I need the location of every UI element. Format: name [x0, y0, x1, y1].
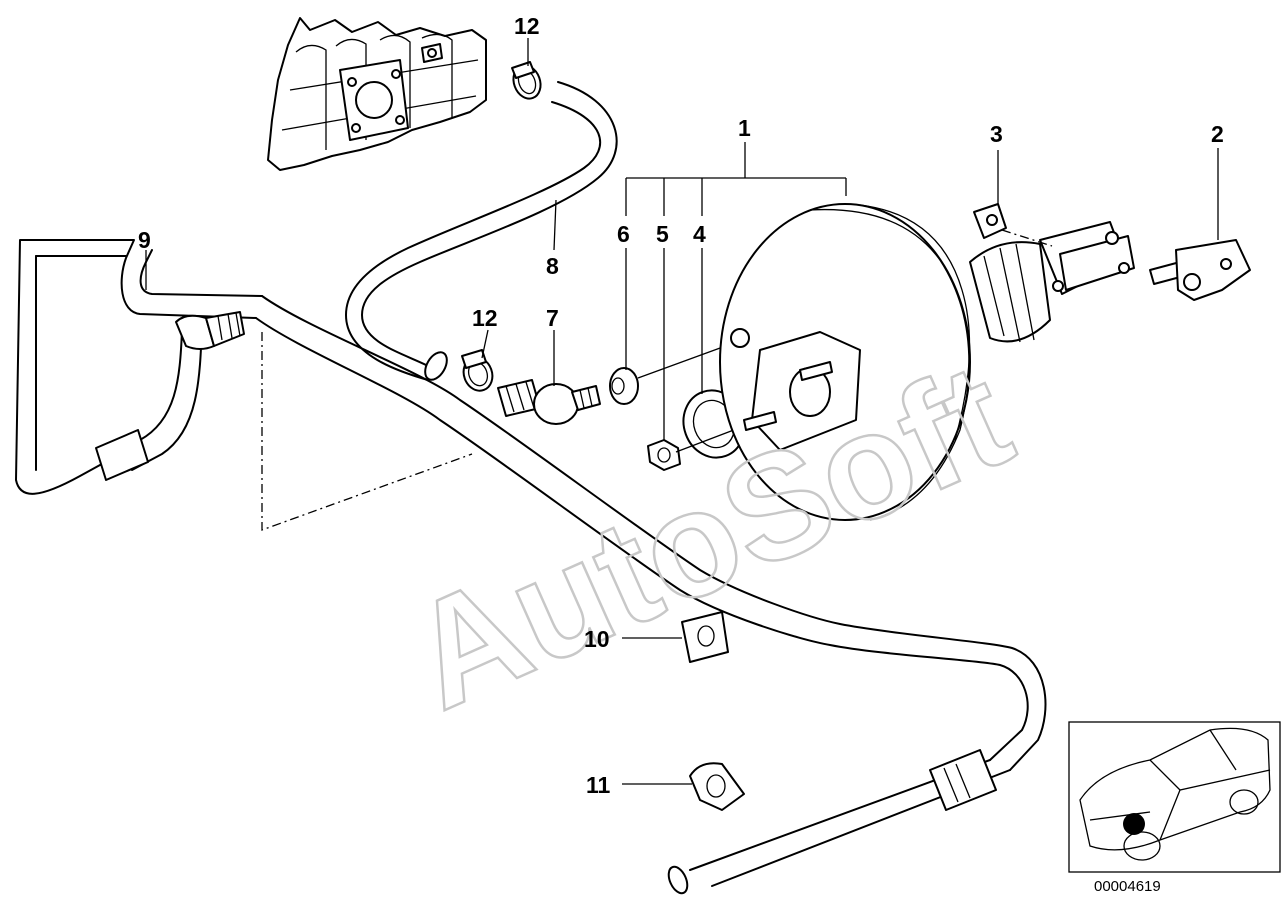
callout-6: 6: [617, 221, 630, 247]
callout-2: 2: [1211, 121, 1224, 147]
check-valve-7: [497, 379, 601, 425]
grommet-6: [609, 367, 639, 405]
locator-dot: [1123, 813, 1145, 835]
grommet-10: [681, 611, 729, 663]
callout-3: 3: [990, 121, 1003, 147]
document-number: 00004619: [1094, 878, 1161, 895]
hose-clamp-12-middle: [461, 349, 494, 392]
callout-11: 11: [586, 772, 611, 798]
hose-clamp-12-top: [511, 61, 542, 100]
callout-8: 8: [546, 253, 559, 279]
nut-5: [647, 439, 681, 471]
callout-12-middle: 12: [472, 305, 498, 331]
callout-leaders: [145, 38, 1219, 785]
callout-7: 7: [546, 305, 559, 331]
clip-3: [973, 203, 1007, 239]
vacuum-hose-8: [345, 81, 618, 381]
callout-9: 9: [138, 227, 151, 253]
callout-5: 5: [656, 221, 669, 247]
brake-servo-1: [719, 203, 1135, 521]
callout-labels: 1 2 3 4 5 6 7 8 9 10 11 12 12: [138, 13, 1224, 798]
intake-manifold: [267, 17, 487, 171]
callout-1: 1: [738, 115, 751, 141]
clevis-pin-2: [1149, 239, 1251, 301]
vacuum-line-9: [15, 239, 1047, 895]
clip-11: [689, 762, 745, 811]
callout-12-top: 12: [514, 13, 540, 39]
callout-10: 10: [584, 626, 610, 652]
vehicle-locator-inset: [1068, 721, 1281, 873]
callout-4: 4: [693, 221, 706, 247]
